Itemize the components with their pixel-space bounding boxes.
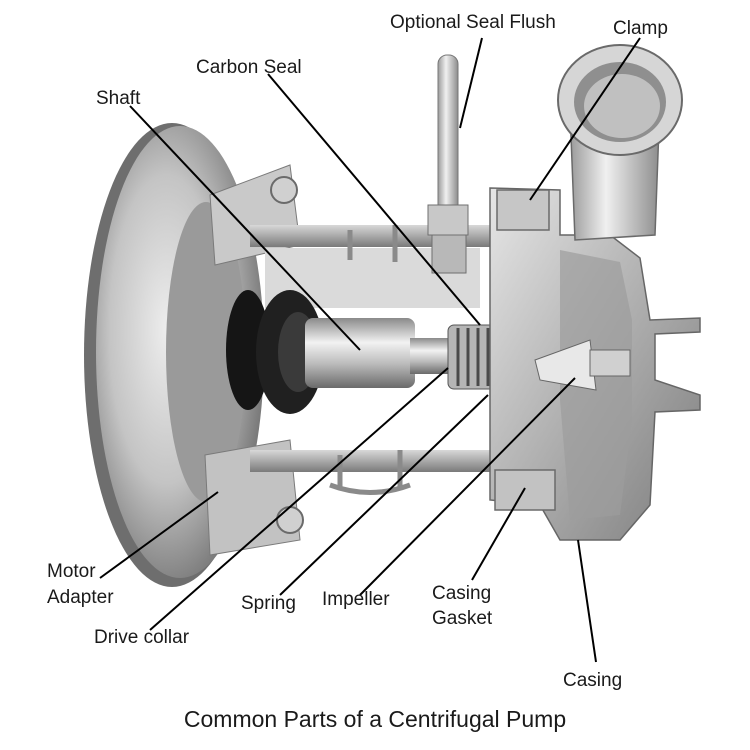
label-optional-seal-flush: Optional Seal Flush (390, 12, 556, 33)
leader-casing-gasket (471, 487, 526, 581)
leader-impeller (359, 377, 576, 596)
leader-lines (99, 37, 641, 663)
leader-casing (577, 539, 597, 663)
label-casing-gasket-line1: Casing (432, 583, 492, 604)
leader-carbon-seal (267, 73, 481, 326)
bolt-icon (276, 506, 304, 534)
label-shaft: Shaft (96, 88, 141, 109)
leader-optional-seal-flush (459, 37, 483, 129)
label-clamp: Clamp (613, 18, 668, 39)
leader-spring (279, 394, 489, 596)
label-carbon-seal: Carbon Seal (196, 57, 302, 78)
leader-clamp (529, 37, 641, 201)
label-casing: Casing (563, 670, 623, 691)
leader-motor-adapter (99, 491, 219, 579)
spring (329, 225, 411, 495)
casing-gasket-ring (494, 469, 556, 511)
label-motor-adapter-line1: Motor (47, 561, 96, 582)
diagram-caption: Common Parts of a Centrifugal Pump (183, 706, 567, 732)
label-motor-adapter-line2: Adapter (47, 587, 114, 608)
outlet-pipe (557, 44, 683, 241)
clamp-block (496, 189, 550, 231)
label-spring: Spring (241, 593, 296, 614)
label-casing-gasket-line2: Gasket (432, 608, 493, 629)
label-impeller: Impeller (322, 589, 390, 610)
seal-flush-tube (427, 54, 469, 274)
label-drive-collar: Drive collar (94, 627, 190, 648)
impeller (534, 339, 631, 391)
leader-shaft (129, 105, 361, 351)
leader-drive-collar (149, 367, 449, 631)
bolt-icon (270, 176, 298, 204)
